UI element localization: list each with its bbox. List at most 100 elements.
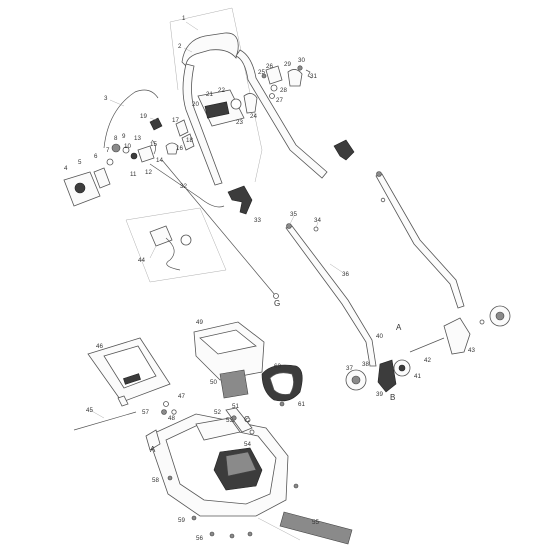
label-part-29: 29 — [284, 61, 291, 68]
label-part-46: 46 — [96, 343, 103, 350]
label-part-54: 54 — [244, 441, 251, 448]
cable-to-G — [161, 159, 276, 296]
switch-module-part-21 — [204, 101, 230, 119]
label-part-7: 7 — [106, 147, 110, 154]
label-part-59: 59 — [178, 517, 185, 524]
ring-part-8 — [122, 146, 130, 154]
ref-letter-C: C — [244, 415, 250, 424]
label-part-13: 13 — [134, 135, 141, 142]
part-number-labels: 1 2 3 4 5 6 7 8 9 10 11 12 13 14 15 16 1… — [64, 15, 475, 542]
label-part-51: 51 — [232, 403, 239, 410]
label-part-17: 17 — [172, 117, 179, 124]
rod-part-45 — [73, 411, 137, 431]
handle-lever-part-24 — [243, 93, 258, 114]
upper-handle-right-bar — [235, 49, 328, 179]
ref-letter-B: B — [390, 393, 395, 402]
label-part-26: 26 — [266, 63, 273, 70]
clip-part-18 — [181, 133, 195, 151]
pin-part-51 — [245, 417, 251, 423]
screw-part-34 — [313, 226, 319, 232]
label-part-10: 10 — [124, 143, 131, 150]
label-part-12: 12 — [145, 169, 152, 176]
filter-part-50 — [219, 369, 249, 399]
assembly-outline-1b — [169, 21, 179, 91]
screw-part-61 — [279, 401, 285, 407]
label-part-55: 55 — [312, 519, 319, 526]
switch-part-5 — [93, 167, 111, 189]
label-part-34: 34 — [314, 217, 321, 224]
wheel-bracket-part-43 — [443, 317, 471, 355]
label-part-2: 2 — [178, 43, 182, 50]
height-adjuster-part-38 — [377, 359, 397, 393]
handle-end-cap-right — [376, 171, 382, 177]
upper-handle-group — [169, 7, 355, 215]
screw-part-57 — [161, 409, 167, 415]
label-part-23: 23 — [236, 119, 243, 126]
cable-end-G — [273, 293, 279, 299]
ref-letter-G: G — [274, 299, 280, 308]
label-part-21: 21 — [206, 91, 213, 98]
lower-handle-left-36 — [285, 225, 377, 367]
leader-lines — [89, 21, 343, 541]
switch-lever-part-14 — [137, 145, 155, 163]
label-part-32: 32 — [180, 183, 187, 190]
cord-clip-part-33 — [227, 185, 253, 215]
screw-part-48 — [171, 409, 177, 415]
handle-grip-part-2 — [181, 32, 239, 67]
label-part-39: 39 — [376, 391, 383, 398]
screw-part-59 — [191, 515, 197, 521]
latch-part-52 — [225, 407, 253, 433]
spring-part-31 — [305, 69, 313, 79]
knob-part-29 — [287, 69, 303, 87]
reference-letters: A A B C G — [150, 299, 402, 454]
wheel-gear-hub-40 — [398, 364, 406, 372]
label-part-37: 37 — [346, 365, 353, 372]
label-part-50: 50 — [210, 379, 217, 386]
label-part-49: 49 — [196, 319, 203, 326]
label-part-18: 18 — [186, 137, 193, 144]
label-part-16: 16 — [176, 145, 183, 152]
plug-coil-44 — [180, 234, 192, 246]
spacer-part-27 — [269, 93, 275, 99]
assembly-outline-1 — [169, 7, 263, 183]
label-part-43: 43 — [468, 347, 475, 354]
label-part-47: 47 — [178, 393, 185, 400]
grass-box-lid-inner — [103, 345, 157, 389]
label-part-8: 8 — [114, 135, 118, 142]
label-part-61: 61 — [298, 401, 305, 408]
grass-box-handle-slot — [123, 373, 141, 385]
deck-front-lug — [145, 429, 161, 451]
switch-housing-hole — [74, 182, 86, 194]
label-part-27: 27 — [276, 97, 283, 104]
upper-handle-left-bar — [182, 63, 223, 186]
clip-part-26 — [265, 65, 283, 85]
plug-box-outline — [125, 207, 227, 283]
cable-part-3 — [103, 89, 159, 149]
grass-box-group — [73, 321, 265, 431]
label-part-25: 25 — [258, 69, 265, 76]
wheel-rear-right-hub — [495, 311, 505, 321]
label-part-57: 57 — [142, 409, 149, 416]
rear-flap-inner-49 — [199, 329, 257, 355]
spacer-part-28 — [270, 84, 278, 92]
label-part-11: 11 — [130, 171, 137, 178]
ref-letter-A-body: A — [150, 445, 156, 454]
screw-part-30 — [297, 65, 303, 71]
spring-part-15 — [151, 139, 156, 155]
grass-box-clip — [117, 395, 129, 407]
clip-part-17 — [175, 119, 189, 137]
label-part-15: 15 — [150, 141, 157, 148]
carry-handle-group — [261, 364, 303, 407]
wheel-hub-37 — [351, 375, 361, 385]
label-part-35: 35 — [290, 211, 297, 218]
label-part-19: 19 — [140, 113, 147, 120]
screw-upper-right — [380, 197, 386, 203]
bushing-part-7 — [111, 143, 121, 153]
comb-strip-part-55 — [279, 511, 353, 545]
nut-part-25 — [261, 73, 267, 79]
deck-chute-area — [195, 417, 241, 441]
label-part-14: 14 — [156, 157, 163, 164]
screw-part-56-c — [247, 531, 253, 537]
label-part-41: 41 — [414, 373, 421, 380]
pin-part-53 — [231, 415, 237, 421]
